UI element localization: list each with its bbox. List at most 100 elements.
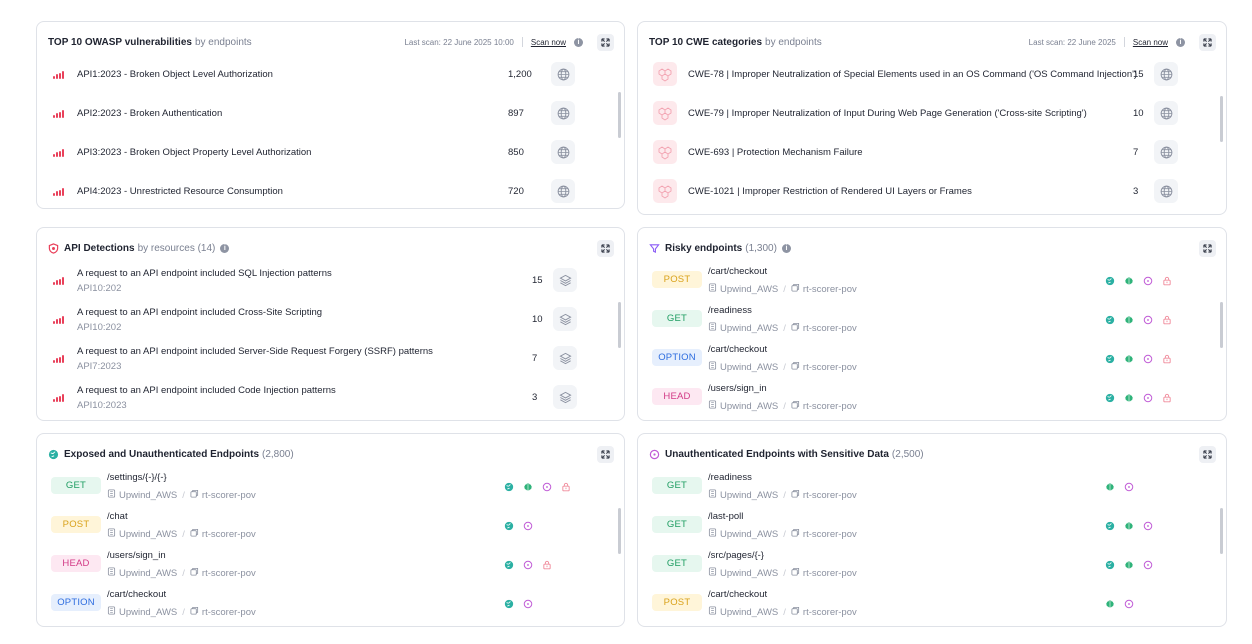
risk-tag-unlock[interactable] — [1142, 275, 1153, 286]
owasp-label[interactable]: API1:2023 - Broken Object Level Authoriz… — [77, 69, 273, 80]
risk-tag-lock[interactable] — [1161, 392, 1172, 403]
layers-button[interactable] — [553, 307, 577, 331]
expand-button[interactable] — [1199, 239, 1216, 257]
detection-row[interactable]: A request to an API endpoint included Cr… — [37, 300, 624, 339]
expand-button[interactable] — [597, 239, 614, 257]
expand-button[interactable] — [1199, 445, 1216, 463]
cwe-label[interactable]: CWE-78 | Improper Neutralization of Spec… — [688, 69, 1138, 80]
globe-button[interactable] — [551, 62, 575, 86]
endpoint-path[interactable]: /users/sign_in — [708, 383, 767, 394]
risk-tag-brain[interactable] — [1123, 353, 1134, 364]
cwe-label[interactable]: CWE-693 | Protection Mechanism Failure — [688, 147, 863, 158]
globe-button[interactable] — [1154, 140, 1178, 164]
endpoint-path[interactable]: /cart/checkout — [107, 589, 167, 600]
risk-tag-unlock[interactable] — [1142, 314, 1153, 325]
endpoint-path[interactable]: /readiness — [708, 472, 752, 483]
risk-tag-unlock[interactable] — [1142, 520, 1153, 531]
globe-button[interactable] — [551, 140, 575, 164]
layers-button[interactable] — [553, 385, 577, 409]
owasp-row[interactable]: API1:2023 - Broken Object Level Authoriz… — [37, 55, 624, 94]
detection-row[interactable]: A request to an API endpoint included Co… — [37, 378, 624, 417]
scrollbar[interactable] — [618, 92, 621, 138]
endpoint-path[interactable]: /cart/checkout — [708, 266, 768, 277]
scrollbar[interactable] — [1220, 508, 1223, 554]
detection-label[interactable]: A request to an API endpoint included SQ… — [77, 268, 332, 279]
risk-tag-unlock[interactable] — [1142, 559, 1153, 570]
cwe-scan-now-link[interactable]: Scan now — [1132, 37, 1168, 47]
detection-label[interactable]: A request to an API endpoint included Cr… — [77, 307, 323, 318]
scrollbar[interactable] — [1220, 302, 1223, 348]
globe-button[interactable] — [551, 179, 575, 203]
owasp-label[interactable]: API3:2023 - Broken Object Property Level… — [77, 147, 312, 158]
risk-tag-lock[interactable] — [1161, 275, 1172, 286]
detection-row[interactable]: A request to an API endpoint included Se… — [37, 339, 624, 378]
endpoint-row[interactable]: GET/src/pages/{-}Upwind_AWS/rt-scorer-po… — [638, 547, 1226, 586]
detection-label[interactable]: A request to an API endpoint included Co… — [77, 385, 336, 396]
endpoint-path[interactable]: /last-poll — [708, 511, 744, 522]
expand-button[interactable] — [1199, 33, 1216, 51]
endpoint-path[interactable]: /settings/{-}/{-} — [107, 472, 167, 483]
cwe-label[interactable]: CWE-79 | Improper Neutralization of Inpu… — [688, 108, 1087, 119]
info-icon[interactable]: i — [220, 243, 230, 253]
info-icon[interactable]: i — [574, 37, 583, 47]
risk-tag-unlock[interactable] — [541, 481, 552, 492]
cwe-label[interactable]: CWE-1021 | Improper Restriction of Rende… — [688, 186, 972, 197]
expand-button[interactable] — [597, 445, 614, 463]
risk-tag-globe[interactable] — [503, 481, 514, 492]
risk-tag-unlock[interactable] — [1123, 481, 1134, 492]
endpoint-path[interactable]: /users/sign_in — [107, 550, 166, 561]
cwe-row[interactable]: CWE-79 | Improper Neutralization of Inpu… — [638, 94, 1226, 133]
owasp-row[interactable]: API3:2023 - Broken Object Property Level… — [37, 133, 624, 172]
cwe-row[interactable]: CWE-78 | Improper Neutralization of Spec… — [638, 55, 1226, 94]
scrollbar[interactable] — [618, 302, 621, 348]
risk-tag-brain[interactable] — [1123, 520, 1134, 531]
endpoint-path[interactable]: /cart/checkout — [708, 589, 768, 600]
risk-tag-globe[interactable] — [1104, 353, 1115, 364]
info-icon[interactable]: i — [781, 243, 791, 253]
risk-tag-globe[interactable] — [1104, 559, 1115, 570]
risk-tag-globe[interactable] — [1104, 392, 1115, 403]
detection-label[interactable]: A request to an API endpoint included Se… — [77, 346, 433, 357]
globe-button[interactable] — [1154, 101, 1178, 125]
risk-tag-brain[interactable] — [1123, 314, 1134, 325]
risk-tag-lock[interactable] — [541, 559, 552, 570]
risk-tag-brain[interactable] — [1104, 598, 1115, 609]
risk-tag-brain[interactable] — [522, 481, 533, 492]
risk-tag-brain[interactable] — [1104, 481, 1115, 492]
risk-tag-unlock[interactable] — [522, 559, 533, 570]
risk-tag-brain[interactable] — [1123, 392, 1134, 403]
endpoint-path[interactable]: /readiness — [708, 305, 752, 316]
risk-tag-unlock[interactable] — [1123, 598, 1134, 609]
owasp-label[interactable]: API2:2023 - Broken Authentication — [77, 108, 223, 119]
risk-tag-unlock[interactable] — [1142, 353, 1153, 364]
expand-button[interactable] — [597, 33, 614, 51]
globe-button[interactable] — [1154, 179, 1178, 203]
detection-row[interactable]: A request to an API endpoint included SQ… — [37, 261, 624, 300]
risk-tag-globe[interactable] — [503, 520, 514, 531]
owasp-scan-now-link[interactable]: Scan now — [530, 37, 566, 47]
risk-tag-unlock[interactable] — [1142, 392, 1153, 403]
risk-tag-globe[interactable] — [503, 559, 514, 570]
risk-tag-brain[interactable] — [1123, 559, 1134, 570]
endpoint-path[interactable]: /chat — [107, 511, 128, 522]
risk-tag-globe[interactable] — [1104, 275, 1115, 286]
risk-tag-lock[interactable] — [1161, 353, 1172, 364]
scrollbar[interactable] — [1220, 96, 1223, 142]
scrollbar[interactable] — [618, 508, 621, 554]
layers-button[interactable] — [553, 346, 577, 370]
owasp-label[interactable]: API4:2023 - Unrestricted Resource Consum… — [77, 186, 283, 197]
risk-tag-unlock[interactable] — [522, 520, 533, 531]
endpoint-path[interactable]: /cart/checkout — [708, 344, 768, 355]
globe-button[interactable] — [551, 101, 575, 125]
risk-tag-lock[interactable] — [1161, 314, 1172, 325]
